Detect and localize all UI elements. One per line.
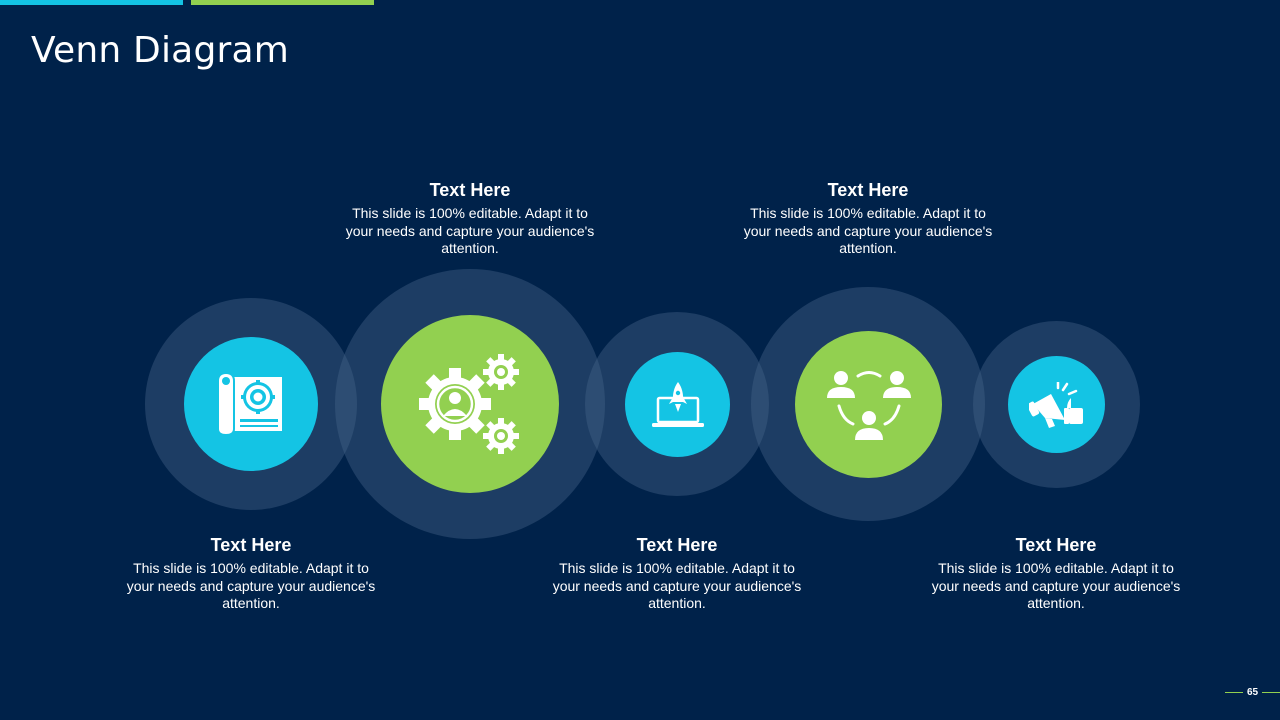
- text-block-heading: Text Here: [827, 180, 909, 200]
- text-block-heading: Text Here: [429, 180, 511, 200]
- page-number-text: 65: [1246, 686, 1259, 698]
- megaphone-thumbs-up-icon: [1028, 381, 1083, 428]
- text-block-5: Text Here This slide is 100% editable. A…: [931, 534, 1181, 613]
- text-block-3: Text Here This slide is 100% editable. A…: [552, 534, 802, 613]
- text-block-body: This slide is 100% editable. Adapt it to…: [743, 205, 993, 256]
- text-block-4: Text Here This slide is 100% editable. A…: [743, 179, 993, 258]
- text-block-2: Text Here This slide is 100% editable. A…: [345, 179, 595, 258]
- text-block-heading: Text Here: [210, 535, 292, 555]
- gears-person-icon: [419, 354, 519, 454]
- venn-disc-4: [795, 331, 942, 478]
- team-network-icon: [826, 370, 911, 440]
- venn-disc-3: [625, 352, 730, 457]
- blueprint-gear-icon: [217, 371, 282, 437]
- venn-disc-2: [381, 315, 559, 493]
- text-block-heading: Text Here: [636, 535, 718, 555]
- text-block-body: This slide is 100% editable. Adapt it to…: [126, 560, 376, 611]
- text-block-body: This slide is 100% editable. Adapt it to…: [552, 560, 802, 611]
- page-number-rule: [1225, 691, 1243, 693]
- venn-disc-5: [1008, 356, 1105, 453]
- venn-disc-1: [184, 337, 318, 471]
- page-number: 65: [1225, 684, 1280, 700]
- text-block-body: This slide is 100% editable. Adapt it to…: [931, 560, 1181, 611]
- page-title: Venn Diagram: [31, 30, 290, 71]
- text-block-body: This slide is 100% editable. Adapt it to…: [345, 205, 595, 256]
- text-block-heading: Text Here: [1015, 535, 1097, 555]
- page-number-rule: [1262, 691, 1280, 693]
- text-block-1: Text Here This slide is 100% editable. A…: [126, 534, 376, 613]
- accent-bar-cyan: [0, 0, 183, 5]
- laptop-rocket-icon: [651, 381, 704, 427]
- accent-bar-green: [191, 0, 374, 5]
